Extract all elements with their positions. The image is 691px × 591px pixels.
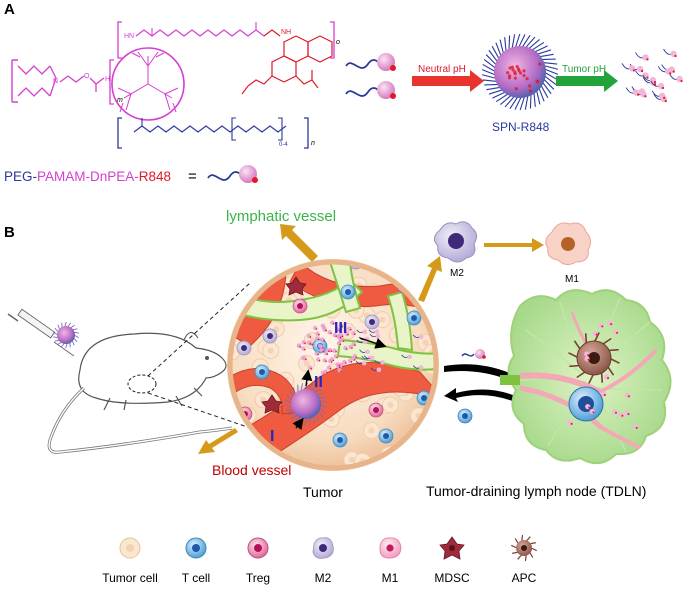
assembly-process: Neutral pH SPN-R848 Tumor pH xyxy=(345,33,683,134)
legend-label: Treg xyxy=(246,571,270,585)
legend-item: M1 xyxy=(379,537,402,585)
step-iii-label: III xyxy=(334,320,347,337)
polymer-unit-icon xyxy=(345,53,396,71)
polymer-unit xyxy=(621,63,636,72)
chemical-structure: N O H m o HN NH xyxy=(11,21,340,149)
polymer-unit-migrating xyxy=(461,349,486,359)
spn-nanoparticle xyxy=(481,33,559,111)
svg-text:n: n xyxy=(311,140,315,147)
svg-text:O: O xyxy=(84,73,90,80)
dispersed-polymers xyxy=(621,48,683,103)
panel-a-label: A xyxy=(4,1,15,18)
polymer-unit xyxy=(669,73,683,83)
polymer-unit xyxy=(663,48,677,58)
svg-text:0-4: 0-4 xyxy=(279,142,288,148)
legend-item: Treg xyxy=(246,537,270,585)
spn-r848-label: SPN-R848 xyxy=(492,120,550,134)
t-cell-icon xyxy=(185,537,207,559)
legend-label: T cell xyxy=(182,571,210,585)
panel-b-label: B xyxy=(4,224,15,241)
polymer-unit xyxy=(635,52,649,61)
polymer-unit xyxy=(657,66,672,75)
tumor-microenvironment: I II III xyxy=(227,259,439,471)
svg-text:o: o xyxy=(336,39,340,46)
pamam-dendrimer-core xyxy=(111,47,185,121)
tumor-ph-label: Tumor pH xyxy=(562,64,606,75)
step-i-label: I xyxy=(270,428,274,445)
legend-item: T cell xyxy=(182,537,210,585)
svg-text:NH: NH xyxy=(281,29,291,36)
m2-cell xyxy=(434,221,478,263)
m1-label: M1 xyxy=(565,274,579,285)
svg-text:PEG-PAMAM-DnPEA-R848: PEG-PAMAM-DnPEA-R848 xyxy=(4,169,171,184)
t-cell-large xyxy=(568,386,604,422)
tumor-cell-icon xyxy=(119,537,141,559)
step-ii-label: II xyxy=(314,374,323,391)
r848-structure xyxy=(241,35,333,95)
m2-label: M2 xyxy=(450,268,464,279)
gold-arrow-blood xyxy=(198,428,238,454)
apc-cell xyxy=(568,332,620,384)
legend-label: MDSC xyxy=(434,571,470,585)
m2-to-m1-arrow xyxy=(484,238,544,252)
polymer-formula: PEG-PAMAM-DnPEA-R848 = xyxy=(4,165,258,185)
lymphatic-vessel-label: lymphatic vessel xyxy=(226,208,336,225)
legend-label: M1 xyxy=(382,571,399,585)
svg-text:HN: HN xyxy=(124,33,134,40)
legend-item: APC xyxy=(511,535,537,585)
m1-cell xyxy=(545,222,592,266)
zoom-line-bottom xyxy=(147,392,263,433)
mouse-illustration xyxy=(47,331,233,454)
tdln-label: Tumor-draining lymph node (TDLN) xyxy=(426,483,646,499)
migration-arrows xyxy=(444,364,520,404)
mdsc-icon xyxy=(439,536,465,560)
lymph-node xyxy=(500,289,672,465)
polymer-unit-icon xyxy=(207,165,258,183)
t-cell-migrating xyxy=(457,408,473,424)
legend-item: Tumor cell xyxy=(102,537,158,585)
apc-icon xyxy=(511,535,537,561)
neutral-ph-arrow xyxy=(412,70,484,92)
treg-icon xyxy=(247,537,269,559)
spn-cluster xyxy=(296,320,424,376)
svg-text:N: N xyxy=(53,78,58,85)
equals-sign: = xyxy=(188,168,197,185)
gold-arrow-m2 xyxy=(418,256,442,302)
polymer-unit xyxy=(650,80,665,90)
spn-particle-icon xyxy=(53,321,79,349)
legend-label: APC xyxy=(512,571,537,585)
legend-item: MDSC xyxy=(434,536,470,585)
svg-text:m: m xyxy=(117,97,123,104)
polymer-unit-icon xyxy=(345,81,396,99)
m1-icon xyxy=(379,537,402,559)
blood-vessel-label: Blood vessel xyxy=(212,462,291,478)
spn-nanoparticle-in-tumor xyxy=(284,382,328,426)
neutral-ph-label: Neutral pH xyxy=(418,64,466,75)
cell-legend: Tumor cell T cell Treg M2 M1 MDSC APC xyxy=(102,535,537,585)
svg-text:H: H xyxy=(105,76,110,83)
tumor-ph-arrow xyxy=(556,70,618,92)
m2-icon xyxy=(312,537,334,559)
legend-label: Tumor cell xyxy=(102,571,158,585)
zoom-line-top xyxy=(147,282,251,377)
gold-arrow-up xyxy=(280,224,318,262)
polymer-unit xyxy=(651,90,666,100)
tumor-label: Tumor xyxy=(303,484,343,500)
legend-label: M2 xyxy=(315,571,332,585)
legend-item: M2 xyxy=(312,537,334,585)
polymer-unit xyxy=(625,87,640,96)
